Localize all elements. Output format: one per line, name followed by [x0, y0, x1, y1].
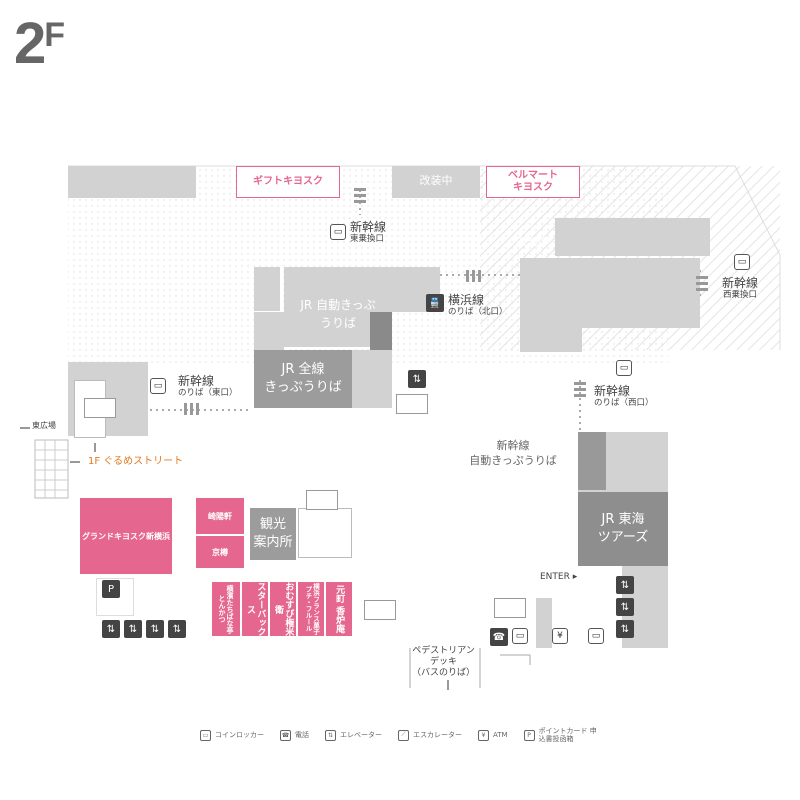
train-icon: 🚆	[426, 294, 444, 312]
shinkansen-auto-ticket-label: 新幹線自動きっぷうりば	[469, 439, 557, 468]
renovation-label: 改装中	[516, 236, 550, 249]
gate	[466, 270, 481, 282]
coin-locker-icon: ▭	[512, 628, 528, 644]
elevator-icon: ⇅	[616, 576, 634, 594]
shop-gift-kiosk[interactable]: ギフトキヨスク	[236, 166, 340, 198]
gourmet-street-label: 1F ぐるめストリート	[88, 456, 184, 467]
elevator-icon: ⇅	[146, 620, 164, 638]
escalator-icon: ⟋	[398, 729, 409, 741]
block	[254, 312, 284, 350]
elevator-icon: ⇅	[616, 620, 634, 638]
shinkansen-west-gate-label: 新幹線のりば（西口）	[594, 384, 654, 409]
point-card-icon: P	[102, 580, 120, 598]
gate	[574, 382, 586, 397]
jr-auto-ticket-label: JR 自動きっぷうりば	[300, 298, 376, 330]
elevator-icon: ⇅	[124, 620, 142, 638]
block	[254, 267, 280, 311]
block	[370, 312, 392, 362]
shinkansen-west-transfer-label: 新幹線西乗換口	[722, 276, 759, 301]
shinkansen-east-gate-label: 新幹線のりば（東口）	[178, 374, 238, 399]
block	[578, 432, 606, 490]
enter-label: ENTER ▸	[540, 572, 578, 582]
escalator-icon	[306, 490, 338, 510]
elevator-icon: ⇅	[325, 729, 336, 741]
phone-icon: ☎	[280, 729, 291, 741]
legend-item: ¥ATM	[478, 729, 508, 741]
block	[536, 598, 552, 648]
block	[555, 218, 710, 256]
shinkansen-east-transfer-label: 新幹線東乗換口	[350, 220, 387, 245]
shop-omusubi[interactable]: おむすび権米衛	[270, 582, 296, 636]
gate	[696, 276, 708, 291]
elevator-icon: ⇅	[616, 598, 634, 616]
shop-starbucks[interactable]: スターバックス	[242, 582, 268, 636]
legend-item: ☎電話	[280, 729, 309, 741]
escalator-icon	[494, 598, 526, 618]
shop-sakiyoken[interactable]: 崎陽軒	[196, 498, 244, 534]
coin-locker-icon: ▭	[734, 254, 750, 270]
elevator-icon: ⇅	[102, 620, 120, 638]
stairs	[298, 508, 352, 558]
block	[352, 350, 392, 408]
renovation-label: 改装中	[419, 174, 453, 187]
legend-item: ⟋エスカレーター	[398, 729, 462, 741]
escalator-icon	[84, 398, 116, 418]
jr-tokai-tours: JR 東海ツアーズ	[578, 492, 668, 566]
legend-item: ⇅エレベーター	[325, 729, 382, 741]
gate	[184, 403, 199, 415]
yokohama-line-label: 横浜線のりば（北口）	[448, 293, 508, 318]
block	[392, 166, 480, 198]
shop-petit-fleur[interactable]: 横浜フランス菓子 プチ・フルール	[298, 582, 324, 636]
tourist-info: 観光案内所	[250, 508, 296, 560]
escalator-icon	[364, 600, 396, 620]
pedestrian-deck-label: ペデストリアンデッキ（バスのりば）	[412, 646, 476, 678]
coin-locker-icon: ▭	[588, 628, 604, 644]
phone-icon: ☎	[490, 628, 508, 646]
block	[520, 258, 582, 352]
jr-all-lines-ticket-office: JR 全線きっぷうりば	[254, 350, 352, 408]
atm-icon: ¥	[478, 729, 489, 741]
coin-locker-icon: ▭	[150, 378, 166, 394]
legend-item: ▭コインロッカー	[200, 729, 264, 741]
shop-motomachi-kouroan[interactable]: 元町 香炉庵	[326, 582, 352, 636]
elevator-icon: ⇅	[168, 620, 186, 638]
coin-locker-icon: ▭	[616, 360, 632, 376]
coin-locker-icon: ▭	[200, 729, 211, 741]
floor-label: 2F	[14, 11, 65, 76]
shop-bellmart-kiosk[interactable]: ベルマートキヨスク	[486, 166, 580, 198]
east-plaza-label: 東広場	[32, 421, 56, 430]
shop-grand-kiosk[interactable]: グランドキヨスク新横浜	[80, 498, 172, 574]
shop-tonkatsu[interactable]: 横濱たちばな亭とんかつ	[212, 582, 240, 636]
gate	[354, 188, 366, 203]
shop-kyotaru[interactable]: 京樽	[196, 536, 244, 568]
point-card-icon: P	[523, 729, 535, 741]
escalator-icon	[396, 394, 428, 414]
coin-locker-icon: ▭	[330, 224, 346, 240]
elevator-icon: ⇅	[408, 370, 426, 388]
atm-icon: ¥	[552, 628, 568, 644]
block	[68, 166, 196, 198]
